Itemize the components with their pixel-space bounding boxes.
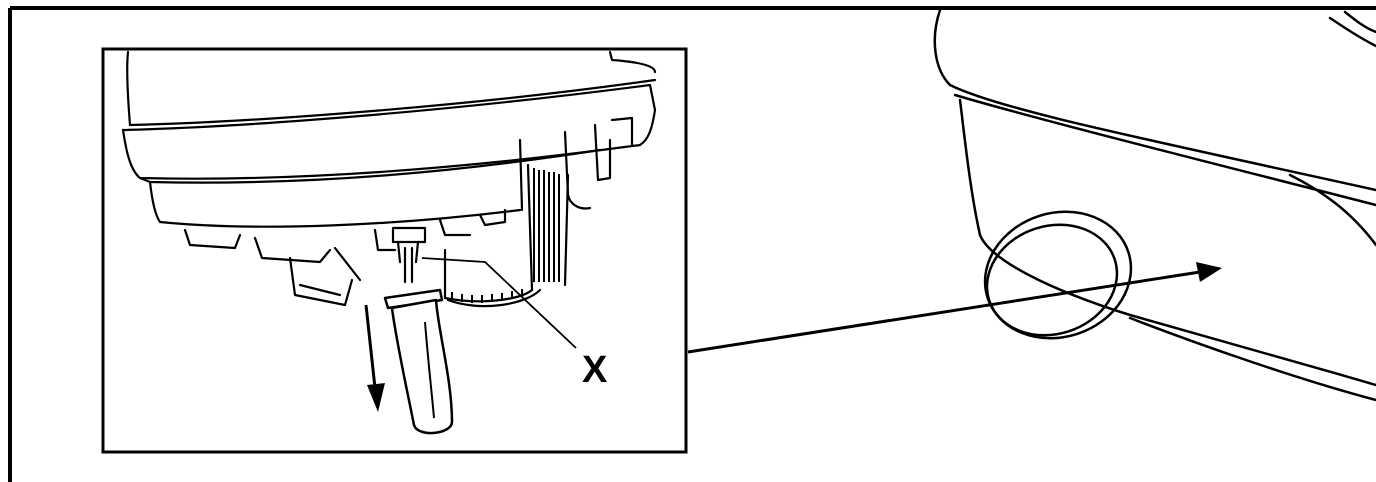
callout-label-x: X <box>582 349 608 391</box>
arrow-icon <box>367 383 385 412</box>
pointer-arrow <box>687 262 1222 354</box>
inset-appliance-drawing <box>121 50 657 308</box>
outer-frame <box>8 6 1376 482</box>
callout-leader <box>421 257 577 349</box>
appliance-base-overview <box>933 8 1376 402</box>
removal-arrow <box>364 304 385 412</box>
arrow-icon <box>1196 262 1222 282</box>
drain-plug-icon <box>383 288 454 435</box>
drain-cap <box>983 210 1133 340</box>
filter-ribbing <box>451 168 560 303</box>
detail-inset: X <box>101 47 688 454</box>
